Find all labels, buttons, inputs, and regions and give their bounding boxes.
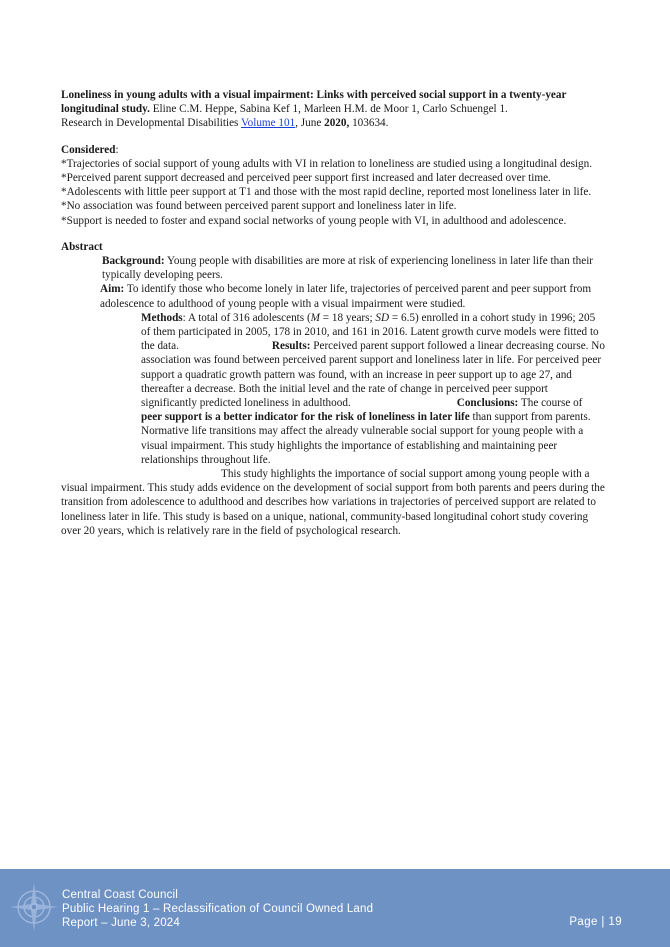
page-number: Page | 19 <box>569 916 622 928</box>
publication-year: 2020, <box>324 117 350 130</box>
results-label: Results: <box>271 340 311 353</box>
compass-rose-icon <box>10 883 58 931</box>
background-label: Background: <box>102 255 165 268</box>
footer-org: Central Coast Council <box>62 889 179 901</box>
abstract-methods: Methods: A total of 316 adolescents (M =… <box>141 311 605 466</box>
volume-link[interactable]: Volume 101 <box>241 117 296 130</box>
list-item: *Trajectories of social support of young… <box>61 157 593 170</box>
aim-label: Aim: <box>100 283 125 296</box>
considered-heading: Considered <box>61 143 116 156</box>
article-number: 103634. <box>349 117 389 130</box>
considered-heading-line: Considered: <box>61 143 119 156</box>
abstract-body: Background: Young people with disabiliti… <box>61 254 606 538</box>
footer-report-date: Report – June 3, 2024 <box>62 917 181 929</box>
footer-lines: Central Coast Council Public Hearing 1 –… <box>62 888 373 930</box>
list-item: *Support is needed to foster and expand … <box>61 214 567 227</box>
journal-name: Research in Developmental Disabilities <box>61 117 241 130</box>
considered-list: *Trajectories of social support of young… <box>61 157 606 228</box>
citation-block: Loneliness in young adults with a visual… <box>61 88 606 131</box>
abstract-heading: Abstract <box>61 240 103 253</box>
abstract-aim: Aim: To identify those who become lonely… <box>100 283 592 310</box>
document-body: Loneliness in young adults with a visual… <box>61 88 606 538</box>
abstract-summary: This study highlights the importance of … <box>61 468 605 537</box>
footer-subtitle: Public Hearing 1 – Reclassification of C… <box>62 903 374 915</box>
list-item: *No association was found between percei… <box>61 200 457 213</box>
list-item: *Perceived parent support decreased and … <box>61 172 551 185</box>
page-footer: Central Coast Council Public Hearing 1 –… <box>0 869 670 947</box>
list-item: *Adolescents with little peer support at… <box>61 186 592 199</box>
article-authors: Eline C.M. Heppe, Sabina Kef 1, Marleen … <box>149 103 508 116</box>
methods-label: Methods <box>141 311 183 324</box>
date-prefix: , June <box>295 117 325 130</box>
conclusions-highlight: peer support is a better indicator for t… <box>141 411 470 424</box>
abstract-background: Background: Young people with disabiliti… <box>102 255 594 282</box>
article-title: Loneliness in young adults with a visual… <box>61 89 567 116</box>
conclusions-label: Conclusions: <box>456 397 519 410</box>
